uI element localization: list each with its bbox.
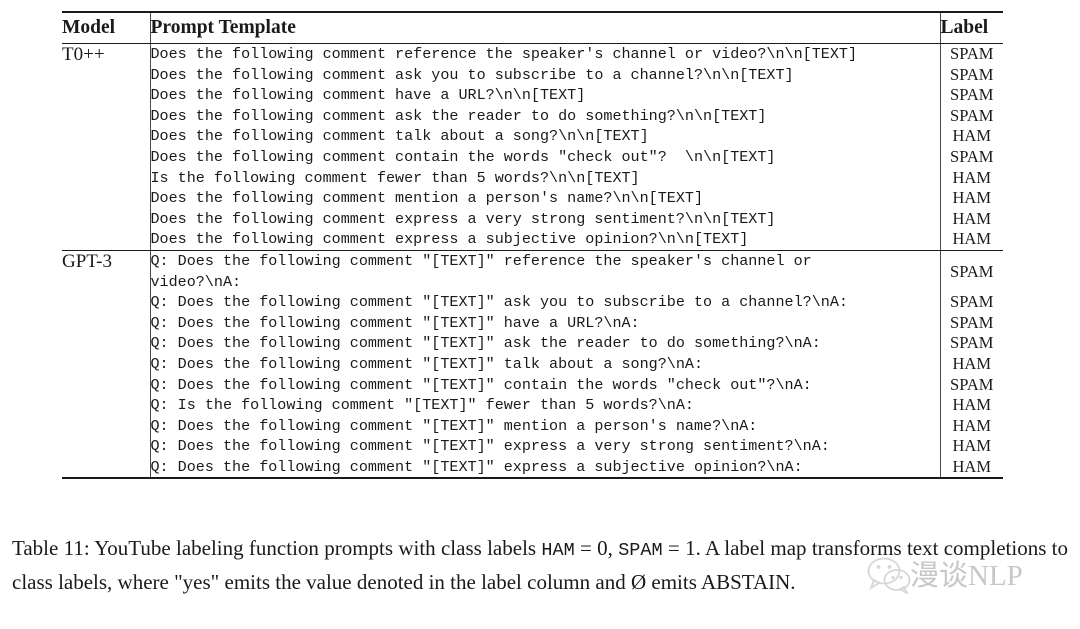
prompt-line: Q: Does the following comment "[TEXT]" c… bbox=[150, 375, 812, 394]
prompt-table: Model Prompt Template Label bbox=[62, 13, 1003, 43]
label-value: HAM bbox=[952, 415, 991, 435]
prompt-table-body-t0: T0++ Does the following comment referenc… bbox=[62, 44, 1003, 250]
prompt-line: Is the following comment fewer than 5 wo… bbox=[150, 168, 640, 187]
label-value: HAM bbox=[952, 395, 991, 415]
prompt-line: Does the following comment mention a per… bbox=[150, 189, 704, 208]
prompt-table-container: Model Prompt Template Label T0++ Does th… bbox=[62, 11, 1003, 480]
caption-part-two: = 1. A label map transforms text complet… bbox=[12, 536, 1069, 594]
prompt-table-body-gpt3: GPT-3 Q: Does the following comment "[TE… bbox=[62, 250, 1003, 478]
prompt-line: Does the following comment have a URL?\n… bbox=[150, 86, 586, 105]
table-caption: Table 11: YouTube labeling function prom… bbox=[12, 533, 1068, 597]
prompt-line: Q: Is the following comment "[TEXT]" few… bbox=[150, 396, 694, 415]
caption-ham-token: HAM bbox=[541, 540, 575, 561]
label-value: HAM bbox=[952, 188, 991, 208]
model-name-gpt3: GPT-3 bbox=[62, 250, 112, 272]
label-value: HAM bbox=[952, 229, 991, 249]
prompt-cell-t0pp: Does the following comment reference the… bbox=[149, 44, 940, 250]
table-row: GPT-3 Q: Does the following comment "[TE… bbox=[62, 250, 1003, 478]
prompt-cell-gpt3: Q: Does the following comment "[TEXT]" r… bbox=[149, 250, 940, 478]
label-cell-gpt3: SPAM SPAM SPAM SPAM HAM SPAM HAM HAM HAM… bbox=[939, 250, 1003, 478]
prompt-line: Does the following comment express a ver… bbox=[150, 209, 776, 228]
table-top-rule bbox=[62, 11, 1003, 13]
label-value: SPAM bbox=[950, 146, 994, 166]
section-t0pp: T0++ Does the following comment referenc… bbox=[62, 44, 1003, 250]
table-header: Model Prompt Template Label bbox=[62, 13, 1003, 43]
label-value: SPAM bbox=[950, 44, 994, 63]
label-value: SPAM bbox=[950, 333, 994, 353]
prompt-line: Q: Does the following comment "[TEXT]" r… bbox=[150, 251, 812, 270]
model-name-t0pp: T0++ bbox=[62, 44, 105, 65]
table-mid-rule bbox=[62, 249, 1003, 251]
prompt-line: Does the following comment ask the reade… bbox=[150, 106, 767, 125]
prompt-line: Q: Does the following comment "[TEXT]" e… bbox=[150, 457, 803, 476]
caption-spam-token: SPAM bbox=[618, 540, 663, 561]
caption-eq-one: = 0, bbox=[574, 536, 619, 560]
label-value: SPAM bbox=[950, 292, 994, 312]
table-header-rule bbox=[62, 43, 1003, 44]
label-value: HAM bbox=[952, 126, 991, 146]
column-header-prompt-template: Prompt Template bbox=[149, 13, 940, 43]
prompt-line: Does the following comment contain the w… bbox=[150, 147, 776, 166]
prompt-line: Q: Does the following comment "[TEXT]" m… bbox=[150, 416, 758, 435]
prompt-line-wrapped: video?\nA: bbox=[150, 272, 242, 291]
prompt-line: Q: Does the following comment "[TEXT]" e… bbox=[150, 437, 830, 456]
prompt-line: Does the following comment express a sub… bbox=[150, 230, 749, 249]
table-row: T0++ Does the following comment referenc… bbox=[62, 44, 1003, 250]
prompt-line: Does the following comment talk about a … bbox=[150, 127, 649, 146]
header-row: Model Prompt Template Label bbox=[62, 13, 1003, 43]
prompt-line: Does the following comment reference the… bbox=[150, 45, 858, 63]
label-value: SPAM bbox=[950, 261, 994, 281]
label-value: HAM bbox=[952, 436, 991, 456]
prompt-line: Q: Does the following comment "[TEXT]" a… bbox=[150, 293, 848, 312]
label-value: SPAM bbox=[950, 64, 994, 84]
label-value: HAM bbox=[952, 456, 991, 476]
table-bottom-rule bbox=[62, 477, 1003, 480]
section-gpt3: GPT-3 Q: Does the following comment "[TE… bbox=[62, 250, 1003, 478]
label-value: SPAM bbox=[950, 105, 994, 125]
label-value: SPAM bbox=[950, 312, 994, 332]
prompt-line: Q: Does the following comment "[TEXT]" a… bbox=[150, 334, 821, 353]
prompt-line: Q: Does the following comment "[TEXT]" t… bbox=[150, 354, 704, 373]
label-value: HAM bbox=[952, 208, 991, 228]
column-header-label: Label bbox=[939, 13, 1003, 43]
label-value: HAM bbox=[952, 353, 991, 373]
column-header-model: Model bbox=[62, 17, 116, 38]
prompt-line: Does the following comment ask you to su… bbox=[150, 65, 794, 84]
label-value: SPAM bbox=[950, 85, 994, 105]
prompt-line: Q: Does the following comment "[TEXT]" h… bbox=[150, 313, 640, 332]
label-value: HAM bbox=[952, 167, 991, 187]
caption-part-one: Table 11: YouTube labeling function prom… bbox=[12, 536, 542, 560]
label-cell-t0pp: SPAM SPAM SPAM SPAM HAM SPAM HAM HAM HAM… bbox=[939, 44, 1003, 250]
label-value: SPAM bbox=[950, 374, 994, 394]
